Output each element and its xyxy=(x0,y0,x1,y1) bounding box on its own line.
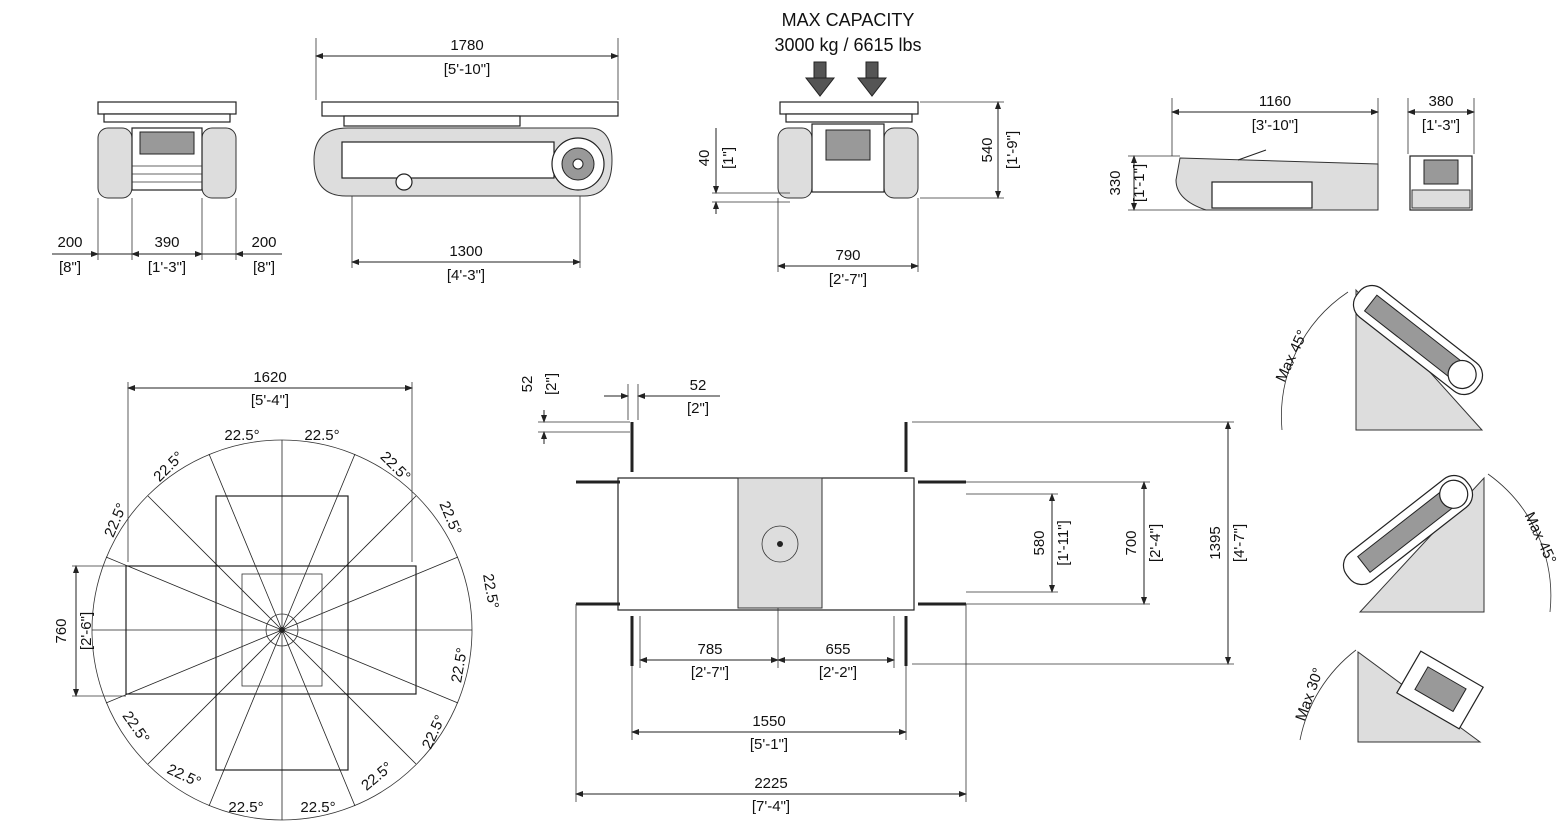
plan-inner-len-mm: 1550 xyxy=(752,713,785,730)
angle-label: 22.5° xyxy=(479,572,502,610)
front-left-mm: 200 xyxy=(57,234,82,251)
plan-outer-mm: 1395 xyxy=(1207,526,1224,559)
front-view: 200 [8"] 390 [1'-3"] 200 [8"] xyxy=(52,101,282,276)
folded-width-mm: 380 xyxy=(1428,93,1453,110)
angle-label: 22.5° xyxy=(101,501,130,540)
front-left-in: [8"] xyxy=(59,259,81,276)
plan-right-seg-mm: 655 xyxy=(825,641,850,658)
plan-right-seg-in: [2'-2"] xyxy=(819,664,857,681)
plan-mid-in: [2'-4"] xyxy=(1147,524,1164,562)
angle-label: 22.5° xyxy=(164,761,203,791)
capacity-label: MAX CAPACITY 3000 kg / 6615 lbs xyxy=(774,10,922,97)
slope-label-2: Max 45° xyxy=(1521,509,1560,566)
folded-length-in: [3'-10"] xyxy=(1252,117,1299,134)
plan-outer-len-mm: 2225 xyxy=(754,775,787,792)
pad-height-mm: 52 xyxy=(519,376,536,393)
folded-height-mm: 330 xyxy=(1107,170,1124,195)
plan-view: 52 [2"] 52 [2"] 580 [1'-11"] xyxy=(519,373,1248,815)
pad-width-mm: 52 xyxy=(690,377,707,394)
rear-width-in: [2'-7"] xyxy=(829,271,867,288)
rotation-rays xyxy=(92,440,472,820)
rear-clearance-in: [1"] xyxy=(720,147,737,169)
folded-height-in: [1'-1"] xyxy=(1131,164,1148,202)
plan-inner-in: [1'-11"] xyxy=(1055,520,1072,565)
angle-label: 22.5° xyxy=(119,708,153,747)
rear-width-mm: 790 xyxy=(835,247,860,264)
slope-vehicle-2 xyxy=(1342,474,1474,586)
front-right-mm: 200 xyxy=(251,234,276,251)
rear-height-in: [1'-9"] xyxy=(1004,131,1021,169)
rotation-width-mm: 760 xyxy=(53,618,70,643)
rotation-diameter-mm: 1620 xyxy=(253,369,286,386)
pad-width-in: [2"] xyxy=(687,400,709,417)
angle-label: 22.5° xyxy=(419,713,449,752)
slope-vehicle-3 xyxy=(1396,650,1484,730)
angle-label: 22.5° xyxy=(435,499,464,538)
angle-label: 22.5° xyxy=(358,759,396,795)
side-track-mm: 1300 xyxy=(449,243,482,260)
folded-length-mm: 1160 xyxy=(1259,93,1291,110)
rotation-view: 1620 [5'-4"] 760 [2'- xyxy=(53,369,502,821)
rotation-diameter-in: [5'-4"] xyxy=(251,392,289,409)
capacity-value: 3000 kg / 6615 lbs xyxy=(774,35,921,55)
folded-view: 1160 [3'-10"] 330 [1'-1"] 380 [1'-3"] xyxy=(1107,93,1475,211)
rear-height-mm: 540 xyxy=(979,137,996,162)
folded-width-in: [1'-3"] xyxy=(1422,117,1460,134)
angle-label: 22.5° xyxy=(300,799,335,816)
outriggers xyxy=(576,422,966,666)
front-center-mm: 390 xyxy=(154,234,179,251)
side-view: 1780 [5'-10"] 1300 [4'-3"] xyxy=(313,37,619,284)
plan-inner-mm: 580 xyxy=(1031,530,1048,555)
slope-vehicle-1 xyxy=(1352,284,1484,396)
plan-outer-len-in: [7'-4"] xyxy=(752,798,790,815)
plan-left-seg-mm: 785 xyxy=(697,641,722,658)
plan-outer-in: [4'-7"] xyxy=(1231,524,1248,562)
angle-label: 22.5° xyxy=(224,427,259,444)
plan-mid-mm: 700 xyxy=(1123,530,1140,555)
front-right-in: [8"] xyxy=(253,259,275,276)
side-overall-in: [5'-10"] xyxy=(444,61,491,78)
angle-label: 22.5° xyxy=(304,427,339,444)
pad-height-in: [2"] xyxy=(543,373,560,395)
angle-label: 22.5° xyxy=(228,799,263,816)
side-track-in: [4'-3"] xyxy=(447,267,485,284)
slope-views: Max 45° Max 45° Max 30° xyxy=(1273,284,1560,743)
plan-inner-len-in: [5'-1"] xyxy=(750,736,788,753)
slope-label-1: Max 45° xyxy=(1273,327,1312,384)
angle-label: 22.5° xyxy=(150,448,187,485)
slope-label-3: Max 30° xyxy=(1292,666,1327,724)
angle-label: 22.5° xyxy=(377,448,414,485)
rear-view: 40 [1"] 540 [1'-9"] 790 [2'-7"] xyxy=(696,101,1021,288)
angle-label: 22.5° xyxy=(448,646,471,684)
front-center-in: [1'-3"] xyxy=(148,259,186,276)
plan-left-seg-in: [2'-7"] xyxy=(691,664,729,681)
capacity-title: MAX CAPACITY xyxy=(782,10,915,30)
rear-clearance-mm: 40 xyxy=(696,150,713,167)
rotation-width-in: [2'-6"] xyxy=(78,612,95,650)
load-arrow-icon xyxy=(804,61,888,97)
side-overall-mm: 1780 xyxy=(450,37,483,54)
